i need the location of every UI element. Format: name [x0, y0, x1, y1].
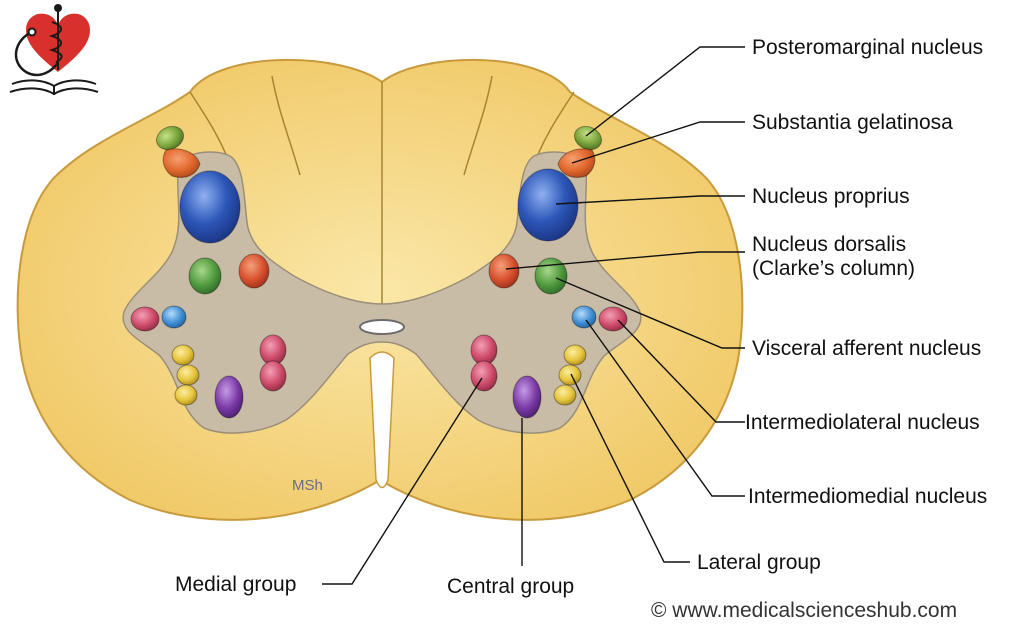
caduceus-icon — [48, 4, 63, 70]
labels: Posteromarginal nucleus Substantia gelat… — [175, 36, 987, 598]
medial-group-right — [470, 334, 498, 392]
label-intermediolateral-nucleus: Intermediolateral nucleus — [745, 411, 980, 434]
medial-group-left — [259, 334, 287, 392]
intermediomedial-nucleus-right — [571, 305, 597, 329]
intermediolateral-nucleus-right — [598, 306, 628, 332]
nucleus-dorsalis-right — [488, 253, 520, 289]
visceral-afferent-nucleus-left — [188, 257, 222, 295]
nucleus-proprius-right — [517, 168, 579, 242]
central-canal — [359, 319, 405, 335]
label-medial-group: Medial group — [175, 573, 296, 596]
label-clarkes-column: (Clarke’s column) — [752, 257, 915, 280]
label-central-group: Central group — [447, 575, 574, 598]
nucleus-dorsalis-left — [238, 253, 270, 289]
label-nucleus-dorsalis: Nucleus dorsalis — [752, 233, 906, 256]
posteromarginal-nucleus-right — [573, 125, 603, 151]
label-nucleus-proprius: Nucleus proprius — [752, 185, 910, 208]
nuclei — [130, 125, 628, 419]
intermediomedial-nucleus-left — [161, 305, 187, 329]
site-logo — [9, 4, 99, 96]
lateral-group-right — [553, 344, 587, 406]
leader-lines — [322, 46, 745, 585]
posteromarginal-nucleus-left — [155, 125, 185, 151]
label-lateral-group: Lateral group — [697, 551, 821, 574]
central-group-left — [214, 375, 244, 419]
label-intermediomedial-nucleus: Intermediomedial nucleus — [748, 485, 987, 508]
watermark-text: MSh — [292, 477, 323, 494]
substantia-gelatinosa-right — [557, 148, 596, 178]
substantia-gelatinosa-left — [162, 148, 201, 178]
open-book-icon — [9, 79, 99, 96]
copyright-text: © www.medicalscienceshub.com — [651, 599, 957, 622]
gray-matter — [122, 151, 642, 434]
label-substantia-gelatinosa: Substantia gelatinosa — [752, 111, 953, 134]
intermediolateral-nucleus-left — [130, 306, 160, 332]
label-posteromarginal-nucleus: Posteromarginal nucleus — [752, 36, 983, 59]
label-visceral-afferent-nucleus: Visceral afferent nucleus — [752, 337, 981, 360]
stethoscope-icon — [14, 30, 60, 77]
lateral-group-left — [171, 344, 200, 406]
nucleus-proprius-left — [179, 170, 241, 244]
visceral-afferent-nucleus-right — [534, 257, 568, 295]
fissure-lines — [189, 75, 575, 305]
central-group-right — [512, 375, 542, 419]
anterior-median-fissure — [369, 351, 395, 489]
